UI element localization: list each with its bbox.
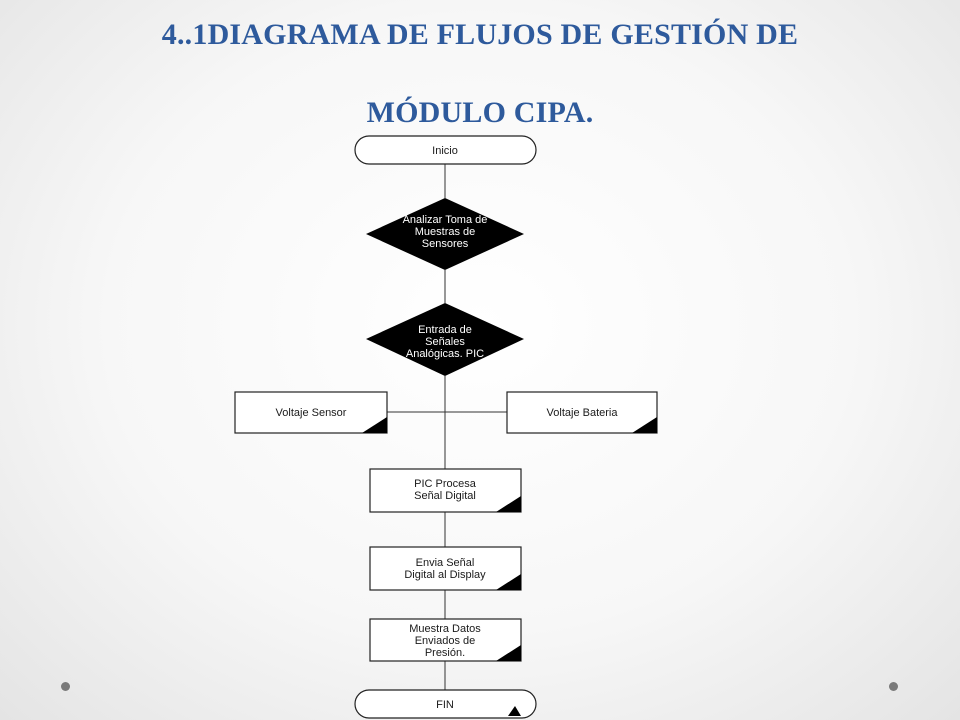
box-voltage-battery: Voltaje Bateria — [506, 391, 658, 434]
decision-2-line-1: Entrada de — [418, 324, 472, 336]
process-show-pressure: Muestra Datos Enviados de Presión. — [369, 618, 522, 662]
decision-analyze-samples: Analizar Toma de Muestras de Sensores — [366, 198, 524, 270]
process-send-display: Envia Señal Digital al Display — [369, 546, 522, 591]
page-title-line-1: 4..1DIAGRAMA DE FLUJOS DE GESTIÓN DE — [161, 18, 799, 51]
page-title-line-2: MÓDULO CIPA. — [366, 96, 594, 129]
process-1-line-2: Señal Digital — [414, 490, 476, 502]
process-pic-signal: PIC Procesa Señal Digital — [369, 468, 522, 513]
start-terminator: Inicio — [354, 135, 537, 165]
decision-1-line-3: Sensores — [422, 238, 469, 250]
connector-lines — [387, 164, 507, 690]
start-label: Inicio — [432, 145, 458, 157]
end-label: FIN — [436, 699, 454, 711]
process-2-line-1: Envia Señal — [416, 557, 475, 569]
voltage-sensor-label: Voltaje Sensor — [276, 407, 347, 419]
decorative-dot-right — [889, 682, 898, 691]
process-3-line-2: Enviados de — [415, 635, 476, 647]
process-2-line-2: Digital al Display — [404, 569, 486, 581]
box-voltage-sensor: Voltaje Sensor — [234, 391, 388, 434]
decision-1-line-2: Muestras de — [415, 226, 476, 238]
end-terminator: FIN — [354, 689, 537, 719]
process-3-line-3: Presión. — [425, 647, 465, 659]
process-3-line-1: Muestra Datos — [409, 623, 481, 635]
process-1-line-1: PIC Procesa — [414, 478, 477, 490]
decision-2-line-3: Analógicas. PIC — [406, 348, 484, 360]
decision-analog-input: Entrada de Señales Analógicas. PIC — [366, 303, 524, 376]
decision-1-line-1: Analizar Toma de — [403, 214, 488, 226]
decorative-dot-left — [61, 682, 70, 691]
decision-2-line-2: Señales — [425, 336, 465, 348]
voltage-battery-label: Voltaje Bateria — [547, 407, 619, 419]
